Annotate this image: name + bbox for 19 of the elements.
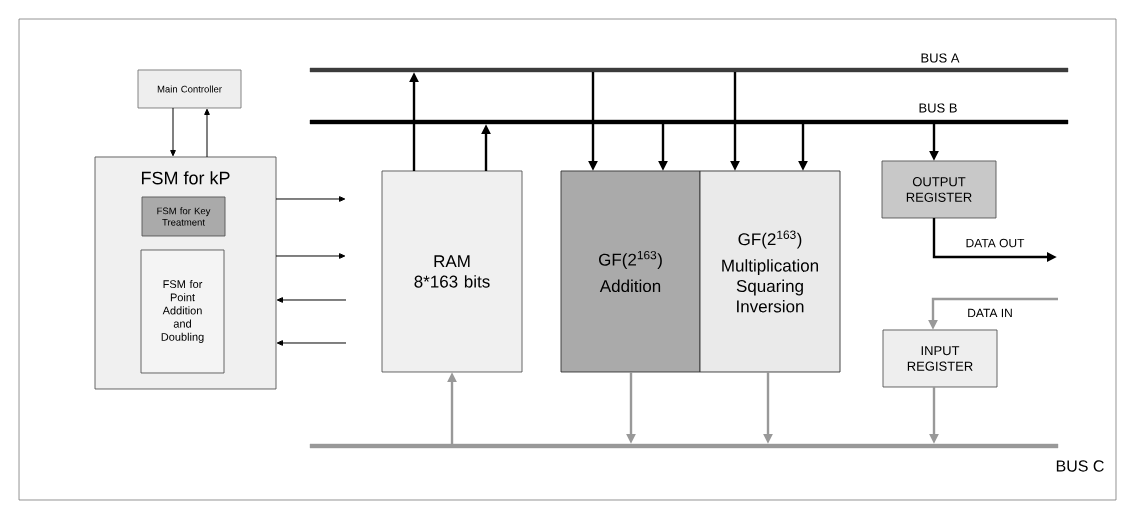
block-box: Main Controller [137, 69, 242, 109]
block-box: FSM for Point Addition and Doubling [140, 249, 225, 374]
bus-label: BUS B [919, 103, 957, 113]
block-box: OUTPUT REGISTER [881, 160, 997, 219]
arrow [275, 253, 346, 259]
bus-label: BUS A [921, 53, 960, 63]
block-box: GF(2$^{163}$) Multiplication Squaring Inversion [699, 170, 841, 373]
block-box: RAM 8*163 bits [381, 170, 523, 373]
arrow [276, 297, 347, 303]
arrow [276, 340, 347, 346]
bus-label: BUS C [1056, 460, 1104, 472]
block-box: INPUT REGISTER [882, 329, 998, 388]
block-box: FSM for Key Treatment [141, 196, 226, 237]
edge-label: DATA IN [966, 307, 1014, 319]
arrow [275, 196, 346, 202]
arrow [170, 107, 176, 157]
edge-label: DATA OUT [964, 237, 1026, 249]
block-box: GF(2$^{163}$) Addition [560, 170, 701, 373]
arrow [204, 108, 210, 158]
